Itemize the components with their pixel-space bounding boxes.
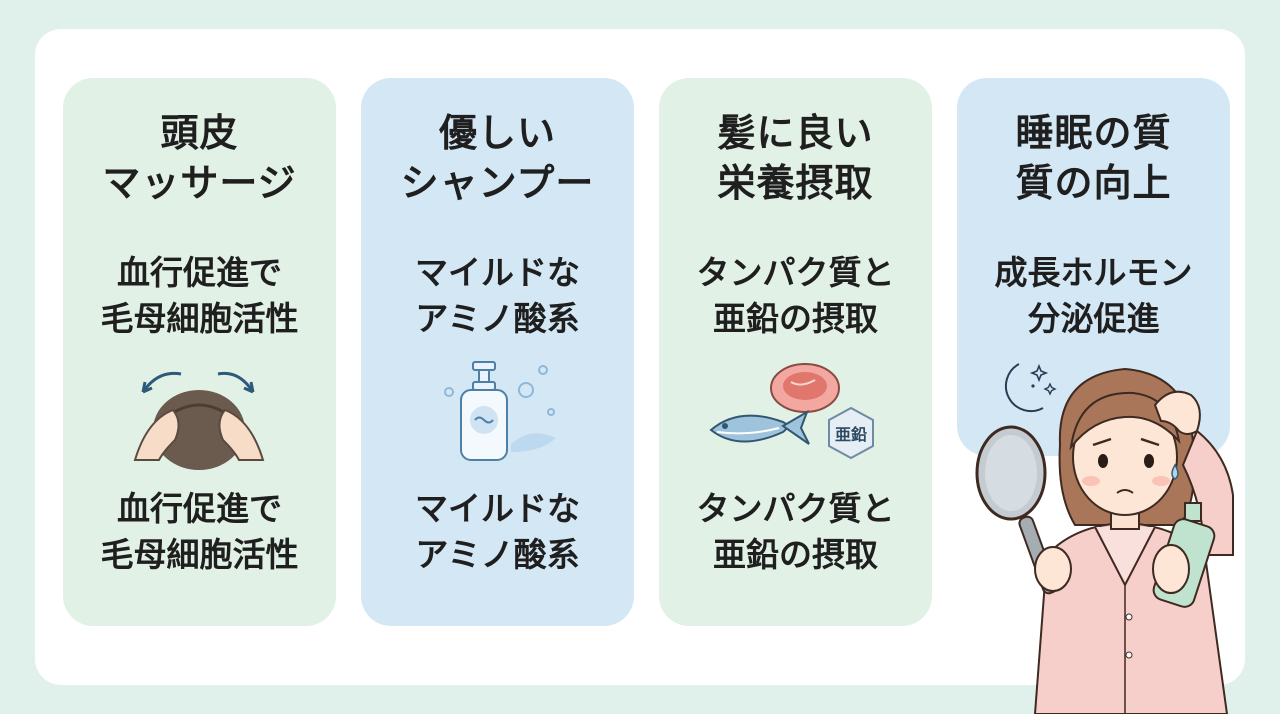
card-title: 優しい シャンプー <box>361 108 634 208</box>
description-line: 毛母細胞活性 <box>100 299 299 338</box>
card-description-repeat: 血行促進で 毛母細胞活性 <box>63 486 336 578</box>
description-line: タンパク質と <box>696 253 895 292</box>
card-title-line: 栄養摂取 <box>717 161 874 205</box>
description-line: 亜鉛の摂取 <box>713 299 878 338</box>
description-line: マイルドな <box>415 253 580 292</box>
card-gentle-shampoo: 優しい シャンプー マイルドな アミノ酸系 マイルドな アミノ酸系 <box>361 78 634 626</box>
scalp-massage-icon <box>133 371 265 470</box>
description-line: 分泌促進 <box>1027 299 1160 338</box>
description-line: 亜鉛の摂取 <box>713 535 878 574</box>
card-title: 髪に良い 栄養摂取 <box>659 108 932 208</box>
card-description-repeat: マイルドな アミノ酸系 <box>361 486 634 578</box>
description-line: 血行促進で <box>117 489 282 528</box>
card-title-line: 睡眠の質 <box>1015 111 1172 155</box>
card-title-line: 優しい <box>438 111 556 155</box>
card-title-line: 質の向上 <box>1015 161 1172 205</box>
meat-icon <box>770 363 840 413</box>
card-title-line: 髪に良い <box>717 111 874 155</box>
card-hair-nutrition: 髪に良い 栄養摂取 タンパク質と 亜鉛の摂取 亜鉛 タンパク質と 亜鉛の摂取 <box>659 78 932 626</box>
zinc-label: 亜鉛 <box>835 425 867 444</box>
card-description-repeat: タンパク質と 亜鉛の摂取 <box>659 486 932 578</box>
card-title-line: マッサージ <box>102 161 297 205</box>
description-line: 成長ホルモン <box>994 253 1193 292</box>
card-title: 頭皮 マッサージ <box>63 108 336 208</box>
description-line: 毛母細胞活性 <box>100 535 299 574</box>
description-line: アミノ酸系 <box>415 535 580 574</box>
description-line: アミノ酸系 <box>415 299 580 338</box>
fish-icon <box>709 409 810 445</box>
worried-woman-illustration <box>975 367 1234 714</box>
description-line: 血行促進で <box>117 253 282 292</box>
card-description: 血行促進で 毛母細胞活性 <box>63 250 336 342</box>
card-title-line: 頭皮 <box>160 111 239 155</box>
fish-meat-zinc-icon: 亜鉛 <box>709 363 874 460</box>
description-line: タンパク質と <box>696 489 895 528</box>
card-description: マイルドな アミノ酸系 <box>361 250 634 342</box>
card-title: 睡眠の質 質の向上 <box>957 108 1230 208</box>
shampoo-bottle-icon <box>1152 502 1216 608</box>
hand-mirror-icon <box>975 425 1072 595</box>
card-description: 成長ホルモン 分泌促進 <box>957 250 1230 342</box>
zinc-badge-icon: 亜鉛 <box>828 406 874 460</box>
description-line: マイルドな <box>415 489 580 528</box>
card-scalp-massage: 頭皮 マッサージ 血行促進で 毛母細胞活性 血行促進で 毛母細胞活性 <box>63 78 336 626</box>
card-title-line: シャンプー <box>400 161 595 205</box>
moon-stars-icon <box>1005 363 1057 413</box>
card-description: タンパク質と 亜鉛の摂取 <box>659 250 932 342</box>
shampoo-bottle-icon <box>444 361 556 461</box>
